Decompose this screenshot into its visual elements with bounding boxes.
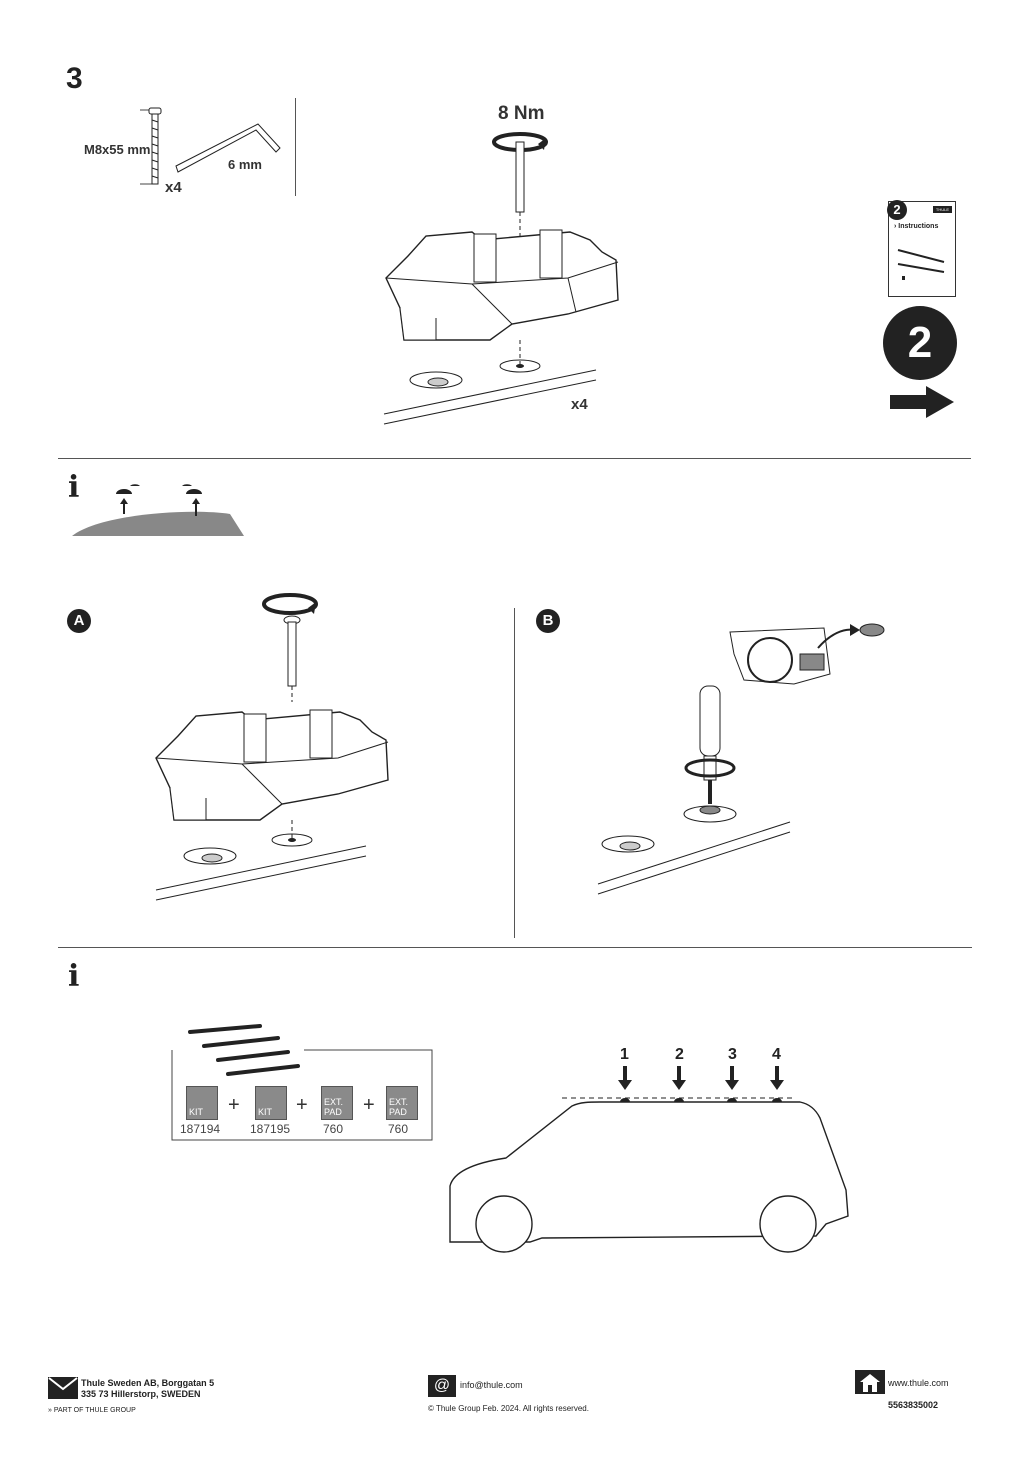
next-step-badge: 2	[883, 306, 957, 380]
parts-illustration	[140, 107, 281, 185]
position-1: 1	[620, 1046, 629, 1063]
booklet-title: › Instructions	[894, 223, 939, 230]
foot-mounting-illustration	[383, 132, 619, 425]
position-4: 4	[772, 1046, 781, 1063]
info-icon-2: i	[68, 959, 80, 994]
hex-key-label: 6 mm	[228, 157, 262, 172]
plus-sign: +	[296, 1094, 308, 1116]
position-2: 2	[675, 1046, 684, 1063]
main-quantity: x4	[571, 396, 588, 413]
website-link[interactable]: www.thule.com	[888, 1378, 949, 1388]
bolt-quantity: x4	[165, 179, 182, 196]
plus-sign: +	[228, 1094, 240, 1116]
roof-rails-removal-illustration	[72, 484, 244, 536]
kit-box-2: KIT	[255, 1086, 287, 1120]
mail-icon	[48, 1377, 78, 1399]
home-icon	[855, 1370, 885, 1394]
ext-pad-box-1: EXT. PAD	[321, 1086, 353, 1120]
option-a-illustration	[155, 593, 389, 901]
ext-pad-box-2: EXT. PAD	[386, 1086, 418, 1120]
section-divider-1	[58, 458, 971, 459]
document-number: 5563835002	[888, 1400, 939, 1410]
step-number: 3	[66, 62, 83, 95]
parts-divider	[295, 98, 296, 196]
option-b-badge: B	[536, 609, 560, 633]
booklet-bars-icon	[897, 249, 945, 280]
ext-pad-number-1: 760	[323, 1122, 344, 1136]
plus-sign: +	[363, 1094, 375, 1116]
address-line-2: 335 73 Hillerstorp, SWEDEN	[81, 1389, 201, 1399]
position-3: 3	[728, 1046, 737, 1063]
kit-number-1: 187194	[180, 1122, 221, 1136]
booklet-logo: THULE	[932, 206, 952, 213]
option-a-badge: A	[67, 609, 91, 633]
next-instructions-booklet: 2 THULE › Instructions	[887, 200, 956, 297]
copyright-text: © Thule Group Feb. 2024. All rights rese…	[428, 1404, 589, 1413]
section-divider-2	[58, 947, 972, 948]
ext-pad-number-2: 760	[388, 1122, 409, 1136]
options-divider	[514, 608, 515, 938]
email-icon: @	[428, 1375, 456, 1397]
kits-box	[171, 1024, 433, 1141]
torque-label: 8 Nm	[498, 103, 545, 124]
email-link[interactable]: info@thule.com	[460, 1380, 523, 1390]
thule-group-link[interactable]: » PART OF THULE GROUP	[48, 1407, 136, 1414]
option-b-illustration	[597, 623, 885, 895]
info-icon: i	[68, 470, 80, 505]
next-step-arrow-icon	[890, 386, 954, 418]
bolt-size-label: M8x55 mm	[84, 142, 151, 157]
address-line-1: Thule Sweden AB, Borggatan 5	[81, 1378, 215, 1388]
kit-box-1: KIT	[186, 1086, 218, 1120]
car-side-illustration	[449, 1066, 849, 1253]
kit-number-2: 187195	[250, 1122, 291, 1136]
booklet-number: 2	[887, 200, 907, 220]
